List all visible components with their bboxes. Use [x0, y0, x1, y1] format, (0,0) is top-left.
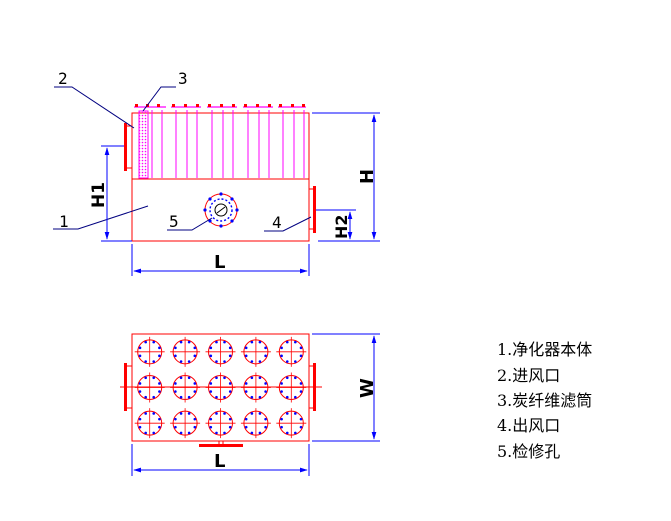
dim-label-L-top: L [214, 451, 225, 472]
filter-cartridge-plan [205, 336, 236, 367]
callout-2: 2 [58, 69, 68, 88]
callout-4: 4 [272, 213, 282, 232]
outlet-flange-plan [313, 363, 316, 411]
legend-item-3: 3.炭纤维滤筒 [497, 391, 592, 410]
housing-upper [131, 112, 310, 180]
dim-label-W: W [357, 378, 378, 398]
dimension-W [312, 333, 380, 442]
legend-item-2: 2.进风口 [497, 366, 560, 385]
filter-cartridge-plan [240, 372, 271, 403]
filter-cartridge-plan [276, 336, 307, 367]
dim-label-H1: H1 [89, 182, 109, 208]
inlet-flange-plan [124, 363, 127, 411]
filter-cartridge-plan [170, 336, 201, 367]
legend-item-5: 5.检修孔 [497, 442, 560, 461]
filter-cartridge-plan [134, 408, 165, 439]
top-view: L W [120, 333, 380, 476]
carbon-filter-cartridge [138, 110, 149, 179]
filter-cartridge-plan [134, 372, 165, 403]
dimension-L-top [131, 444, 310, 476]
dim-label-L-front: L [214, 252, 225, 273]
legend-item-4: 4.出风口 [497, 416, 560, 435]
inlet-flange [124, 123, 127, 171]
filter-cartridge-plan [170, 372, 201, 403]
legend-item-1: 1.净化器本体 [497, 340, 592, 359]
filter-cartridge-plan [205, 408, 236, 439]
callout-5: 5 [169, 212, 179, 231]
filter-cartridges [151, 110, 305, 178]
dim-label-H: H [357, 169, 378, 184]
legend: 1.净化器本体 2.进风口 3.炭纤维滤筒 4.出风口 5.检修孔 [497, 340, 592, 461]
filter-cartridge-plan [276, 408, 307, 439]
inspection-port-plan [199, 444, 243, 447]
callout-1: 1 [59, 212, 69, 231]
filter-grid [134, 336, 307, 439]
outlet-flange [313, 186, 316, 233]
filter-cartridge-plan [240, 336, 271, 367]
inspection-port [203, 192, 239, 228]
dimension-H [312, 112, 380, 242]
dimension-L-front [131, 244, 310, 276]
callout-leaders [53, 86, 312, 232]
dim-label-H2: H2 [332, 214, 351, 239]
filter-cartridge-plan [170, 408, 201, 439]
callout-3: 3 [178, 69, 188, 88]
housing-body [131, 178, 310, 242]
filter-cartridge-plan [134, 336, 165, 367]
filter-cartridge-plan [276, 372, 307, 403]
dimension-H1 [101, 145, 132, 242]
front-view: 2 3 1 5 4 L H H1 H2 [53, 69, 380, 276]
filter-cartridge-plan [205, 372, 236, 403]
filter-cartridge-plan [240, 408, 271, 439]
dimension-H2 [316, 209, 356, 240]
